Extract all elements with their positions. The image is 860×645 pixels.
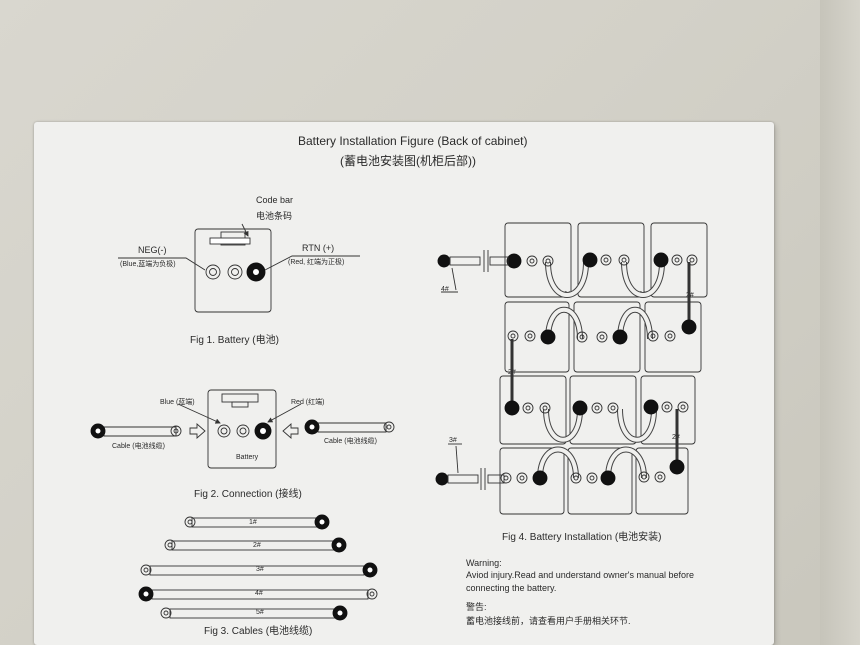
- warning-line-cn: 蓄电池接线前，请查看用户手册相关环节.: [466, 616, 631, 626]
- cable-4-label: 4#: [255, 590, 263, 597]
- fig2-caption: Fig 2. Connection (接线): [194, 489, 302, 500]
- code-bar-label-cn: 电池条码: [256, 211, 293, 221]
- warning-line-2: connecting the battery.: [466, 583, 557, 593]
- neg-sublabel: (Blue,蓝端为负极): [120, 261, 176, 268]
- rtn-label: RTN (+): [302, 243, 335, 253]
- rtn-sublabel: (Red, 红端为正极): [288, 259, 345, 266]
- fig1-battery-drawing: [118, 223, 360, 313]
- fig4-caption: Fig 4. Battery Installation (电池安装): [502, 532, 662, 543]
- cable-1-label: 1#: [249, 519, 257, 526]
- neg-label: NEG(-): [138, 245, 167, 255]
- cable-2-label: 2#: [253, 542, 261, 549]
- cabinet-edge: [820, 0, 860, 645]
- battery-label: Battery: [236, 454, 259, 461]
- cable-right-label: Cable (电池线缆): [324, 438, 377, 445]
- installation-label-panel: [34, 122, 774, 645]
- warning-heading-cn: 警告:: [466, 602, 487, 612]
- cable-5-label: 5#: [256, 609, 264, 616]
- fig1-caption: Fig 1. Battery (电池): [190, 335, 279, 346]
- cable-left-label: Cable (电池线缆): [112, 443, 165, 450]
- red-terminal-label: Red (红端): [291, 399, 325, 406]
- figure-title-cn: (蓄电池安装图(机柜后部)): [340, 154, 476, 168]
- warning-line-1: Aviod injury.Read and understand owner's…: [466, 570, 695, 580]
- fig4-installation-drawing: [435, 222, 708, 515]
- warning-heading: Warning:: [466, 558, 502, 568]
- cable-3-label: 3#: [256, 566, 264, 573]
- code-bar-label: Code bar: [256, 195, 294, 205]
- fig3-caption: Fig 3. Cables (电池线缆): [204, 626, 313, 637]
- fig3-cables-drawing: [138, 514, 378, 621]
- fig2-connection-drawing: [90, 389, 395, 469]
- figure-title: Battery Installation Figure (Back of cab…: [298, 134, 528, 148]
- blue-terminal-label: Blue (蓝端): [160, 399, 195, 406]
- fig4-cable-3-label: 3#: [449, 437, 457, 444]
- fig4-cable-4-label: 4#: [441, 286, 449, 293]
